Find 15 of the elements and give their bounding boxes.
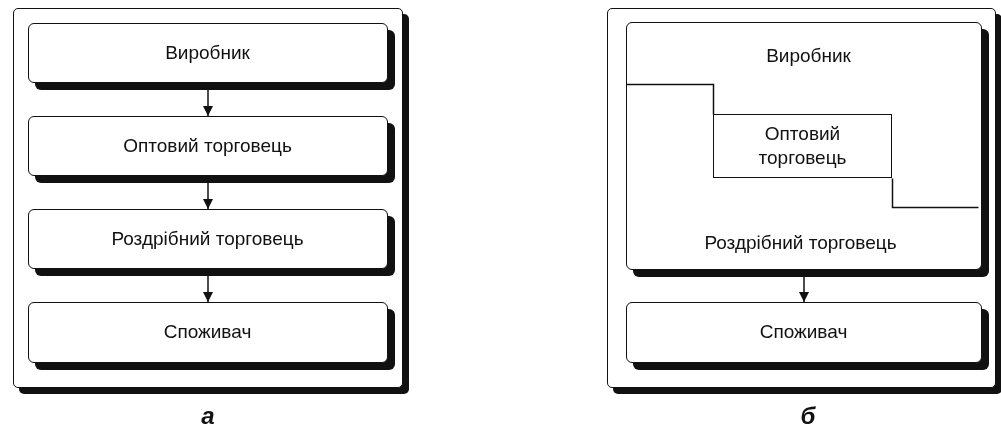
box-label: Споживач [163, 320, 252, 344]
box-label: Роздрібний торговець [111, 226, 304, 251]
box-label: Споживач [759, 320, 848, 344]
arrow [203, 89, 213, 117]
panel-letter: а [201, 402, 215, 430]
box-label: Оптовий торговець [123, 133, 292, 158]
box-label: Виробник [165, 40, 250, 65]
arrow [203, 275, 213, 303]
box-label: Роздрібний торговець [704, 230, 897, 255]
panel-letter: б [800, 402, 816, 430]
box-label: Виробник [766, 43, 851, 68]
arrow [203, 182, 213, 210]
arrow [799, 276, 809, 303]
box-label: Оптовий торговець [757, 122, 848, 170]
process-box [713, 114, 892, 178]
